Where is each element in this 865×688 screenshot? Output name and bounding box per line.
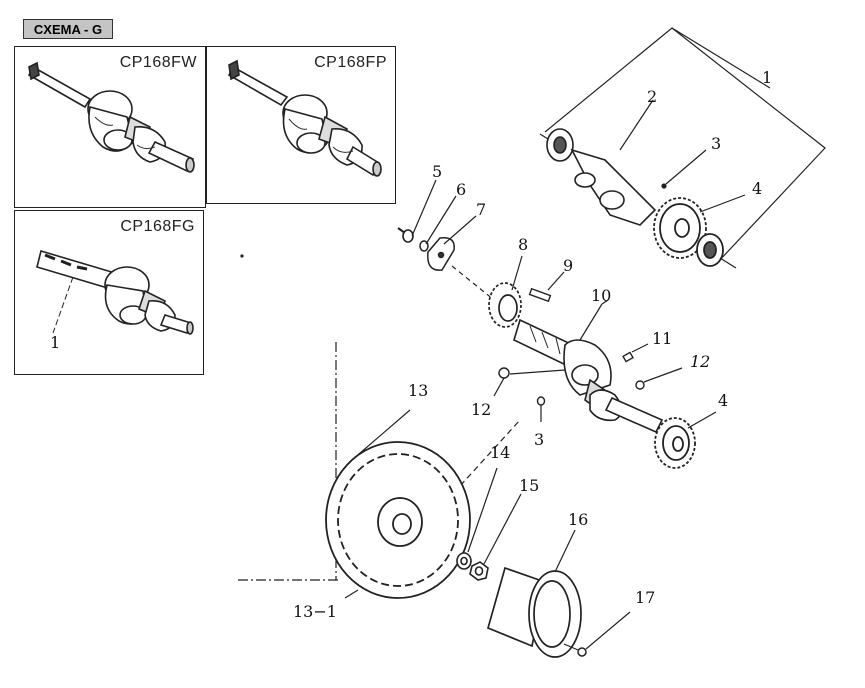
assembly-1-gear	[653, 197, 707, 259]
callout-8: 8	[518, 235, 529, 254]
variant-label: CP168FP	[314, 54, 387, 71]
part-10-crankshaft	[513, 318, 664, 434]
assembly-1-bracket	[544, 27, 826, 263]
callout-4-lower: 4	[718, 391, 729, 410]
scheme-label: CXEMA - G	[23, 19, 113, 39]
crankshaft-drawing	[227, 59, 382, 177]
part-11-pin	[622, 351, 634, 363]
assembly-1-bearing-left	[546, 128, 574, 162]
part-16-starter-cup	[486, 566, 582, 658]
callout-4-upper: 4	[752, 179, 763, 198]
part-4-gear-lower	[654, 417, 696, 469]
variant-box-cp168fw: CP168FW	[14, 46, 206, 208]
callout-1: 1	[762, 68, 773, 87]
variant-box-cp168fp: CP168FP	[206, 46, 396, 204]
callout-3-lower: 3	[534, 430, 545, 449]
callout-2: 2	[647, 87, 658, 106]
callout-17: 17	[635, 588, 656, 607]
crankshaft-drawing	[27, 61, 195, 173]
callout-16: 16	[568, 510, 589, 529]
callout-15: 15	[519, 476, 540, 495]
callout-12-left: 12	[471, 400, 492, 419]
callout-11: 11	[652, 329, 673, 348]
callout-9: 9	[563, 256, 574, 275]
part-8-gear	[488, 282, 522, 328]
variant-label: CP168FG	[120, 218, 195, 235]
part-14-washer	[456, 552, 472, 570]
callout-14: 14	[490, 443, 511, 462]
callout-3-upper: 3	[711, 134, 722, 153]
part-9-key	[528, 287, 552, 303]
callout-6: 6	[456, 180, 467, 199]
part-12-plug-right	[635, 380, 645, 390]
crankshaft-drawing	[36, 249, 194, 335]
part-17-screw	[577, 647, 587, 657]
part-12-plug-left	[498, 367, 510, 379]
callout-10: 10	[591, 286, 612, 305]
part-15-nut	[469, 561, 489, 581]
callout-12-right: 12	[690, 352, 711, 371]
callout-13-1: 13−1	[293, 602, 337, 621]
part-13-flywheel	[325, 441, 471, 599]
part-7-disc	[427, 237, 455, 271]
assembly-1-crank	[570, 148, 657, 226]
callout-variant-fg-1: 1	[50, 333, 61, 352]
callout-5: 5	[432, 162, 443, 181]
variant-box-cp168fg: CP168FG 1	[14, 210, 204, 375]
variant-label: CP168FW	[119, 54, 197, 71]
part-5-bolt	[402, 229, 414, 243]
callout-13: 13	[408, 381, 429, 400]
assembly-1-bearing-right	[696, 233, 724, 267]
part-3-plug-lower	[536, 396, 546, 406]
callout-7: 7	[476, 200, 487, 219]
